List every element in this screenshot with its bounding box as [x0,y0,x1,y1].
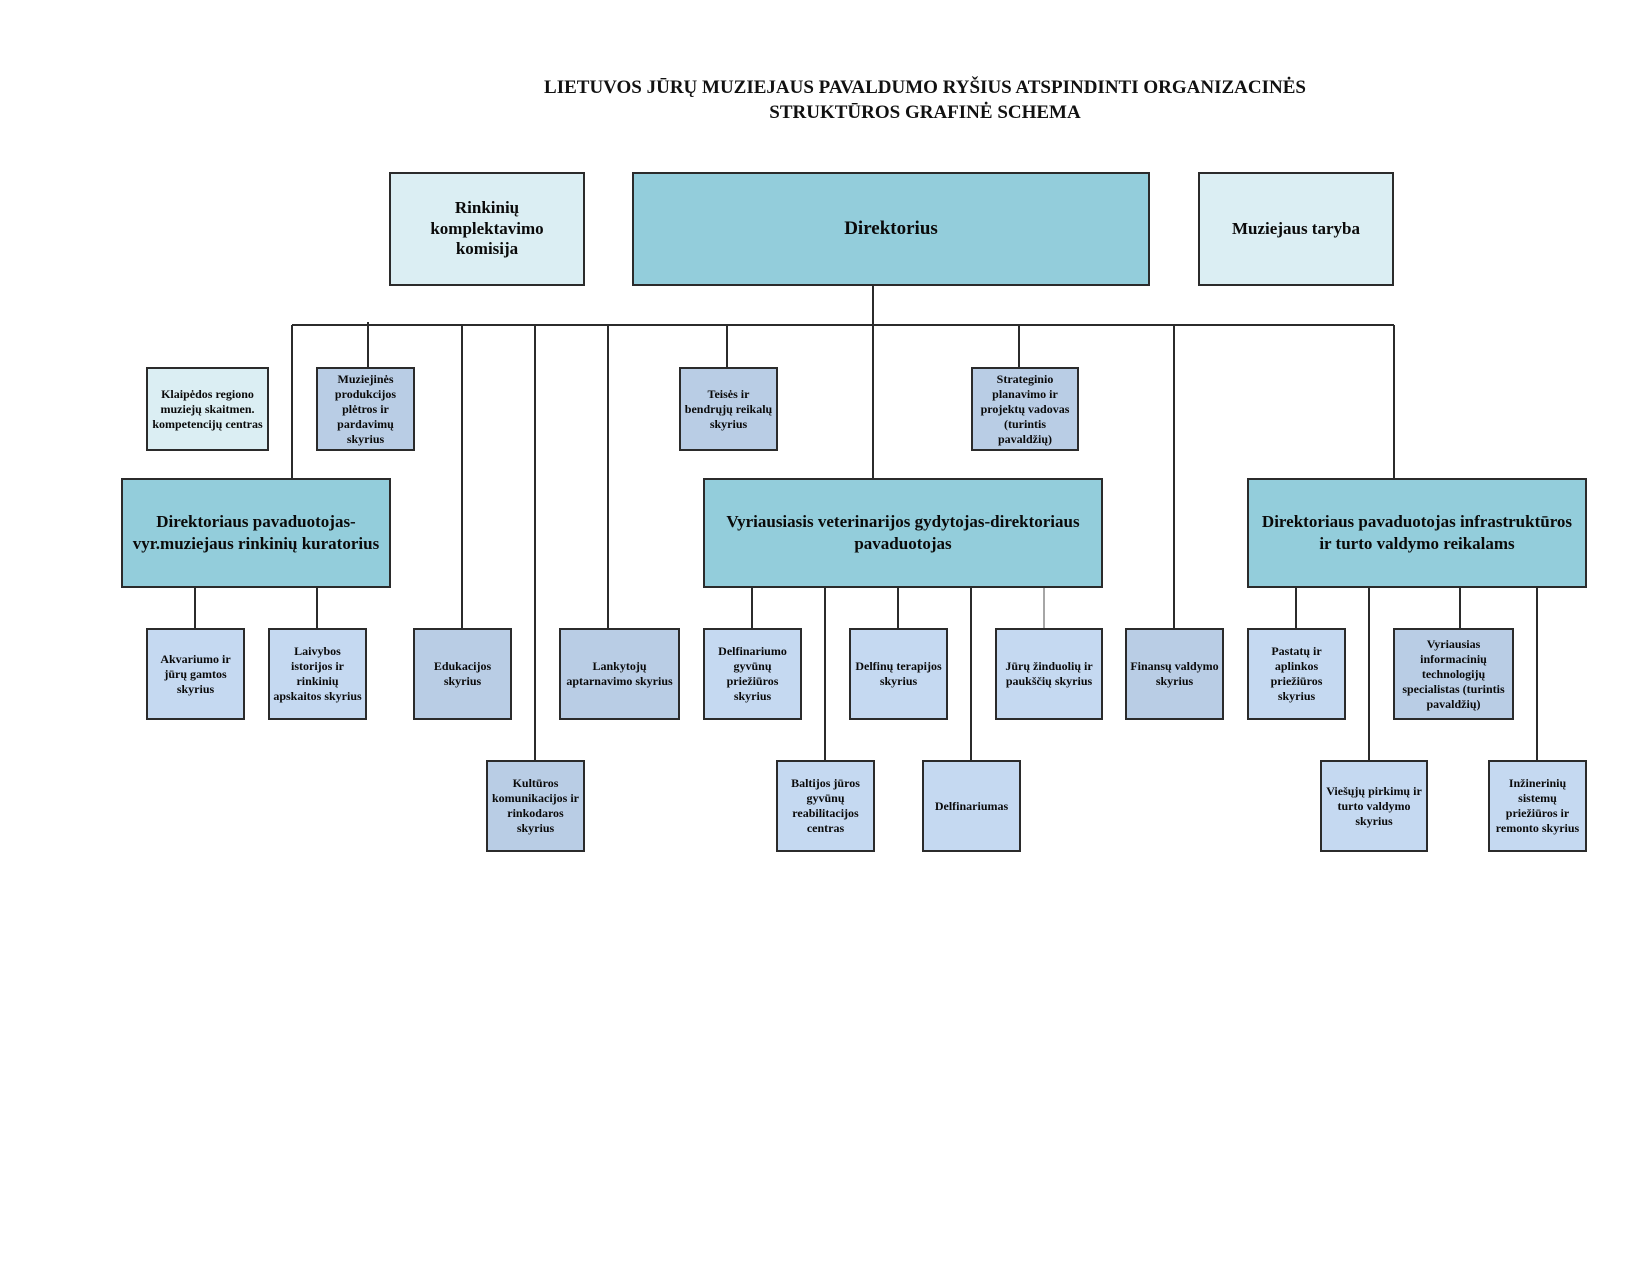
culture-comm-box: Kultūros komunikacijos ir rinkodaros sky… [486,760,585,852]
dolphinarium-care-label: Delfinariumo gyvūnų priežiūros skyrius [718,644,787,703]
deputy-veterinary-label: Vyriausiasis veterinarijos gydytojas-dir… [726,512,1080,553]
law-general-label: Teisės ir bendrųjų reikalų skyrius [684,386,773,431]
marine-mammals-box: Jūrų žinduolių ir paukščių skyrius [995,628,1103,720]
marine-mammals-label: Jūrų žinduolių ir paukščių skyrius [1005,659,1093,688]
page-title: LIETUVOS JŪRŲ MUZIEJAUS PAVALDUMO RYŠIUS… [450,75,1400,125]
buildings-label: Pastatų ir aplinkos priežiūros skyrius [1270,644,1323,703]
education-box: Edukacijos skyrius [413,628,512,720]
museum-products-box: Muziejinės produkcijos plėtros ir pardav… [316,367,415,451]
museum-products-label: Muziejinės produkcijos plėtros ir pardav… [334,371,397,446]
title-line-2: STRUKTŪROS GRAFINĖ SCHEMA [769,102,1081,123]
finance-box: Finansų valdymo skyrius [1125,628,1224,720]
visitors-box: Lankytojų aptarnavimo skyrius [559,628,680,720]
director-label: Direktorius [844,217,938,239]
commission-box: Rinkinių komplektavimo komisija [389,172,585,286]
baltic-rehab-box: Baltijos jūros gyvūnų reabilitacijos cen… [776,760,875,852]
dolphin-therapy-box: Delfinų terapijos skyrius [849,628,948,720]
public-procurement-label: Viešųjų pirkimų ir turto valdymo skyrius [1326,783,1422,828]
deputy-infrastructure-box: Direktoriaus pavaduotojas infrastruktūro… [1247,478,1587,588]
baltic-rehab-label: Baltijos jūros gyvūnų reabilitacijos cen… [791,776,860,835]
dolphinarium-care-box: Delfinariumo gyvūnų priežiūros skyrius [703,628,802,720]
council-box: Muziejaus taryba [1198,172,1394,286]
shipping-history-box: Laivybos istorijos ir rinkinių apskaitos… [268,628,367,720]
public-procurement-box: Viešųjų pirkimų ir turto valdymo skyrius [1320,760,1428,852]
deputy-collections-box: Direktoriaus pavaduotojas- vyr.muziejaus… [121,478,391,588]
it-specialist-box: Vyriausias informacinių technologijų spe… [1393,628,1514,720]
engineering-label: Inžinerinių sistemų priežiūros ir remont… [1495,776,1580,835]
aquarium-box: Akvariumo ir jūrų gamtos skyrius [146,628,245,720]
council-label: Muziejaus taryba [1232,218,1360,238]
finance-label: Finansų valdymo skyrius [1130,659,1219,688]
title-line-1: LIETUVOS JŪRŲ MUZIEJAUS PAVALDUMO RYŠIUS… [544,77,1306,98]
shipping-history-label: Laivybos istorijos ir rinkinių apskaitos… [273,644,362,703]
law-general-box: Teisės ir bendrųjų reikalų skyrius [679,367,778,451]
culture-comm-label: Kultūros komunikacijos ir rinkodaros sky… [491,776,579,835]
dolphinarium-label: Delfinariumas [934,798,1009,813]
klaipeda-center-box: Klaipėdos regiono muziejų skaitmen. komp… [146,367,269,451]
deputy-veterinary-box: Vyriausiasis veterinarijos gydytojas-dir… [703,478,1103,588]
strategic-planning-label: Strateginio planavimo ir projektų vadova… [980,371,1070,446]
dolphinarium-box: Delfinariumas [922,760,1021,852]
aquarium-label: Akvariumo ir jūrų gamtos skyrius [160,651,231,696]
buildings-box: Pastatų ir aplinkos priežiūros skyrius [1247,628,1346,720]
it-specialist-label: Vyriausias informacinių technologijų spe… [1402,636,1505,711]
deputy-collections-label: Direktoriaus pavaduotojas- vyr.muziejaus… [132,512,380,553]
commission-label: Rinkinių komplektavimo komisija [430,198,544,259]
strategic-planning-box: Strateginio planavimo ir projektų vadova… [971,367,1079,451]
director-box: Direktorius [632,172,1150,286]
dolphin-therapy-label: Delfinų terapijos skyrius [855,659,942,688]
klaipeda-center-label: Klaipėdos regiono muziejų skaitmen. komp… [152,386,263,431]
engineering-box: Inžinerinių sistemų priežiūros ir remont… [1488,760,1587,852]
deputy-infrastructure-label: Direktoriaus pavaduotojas infrastruktūro… [1261,512,1573,553]
visitors-label: Lankytojų aptarnavimo skyrius [566,659,673,688]
education-label: Edukacijos skyrius [433,659,492,688]
